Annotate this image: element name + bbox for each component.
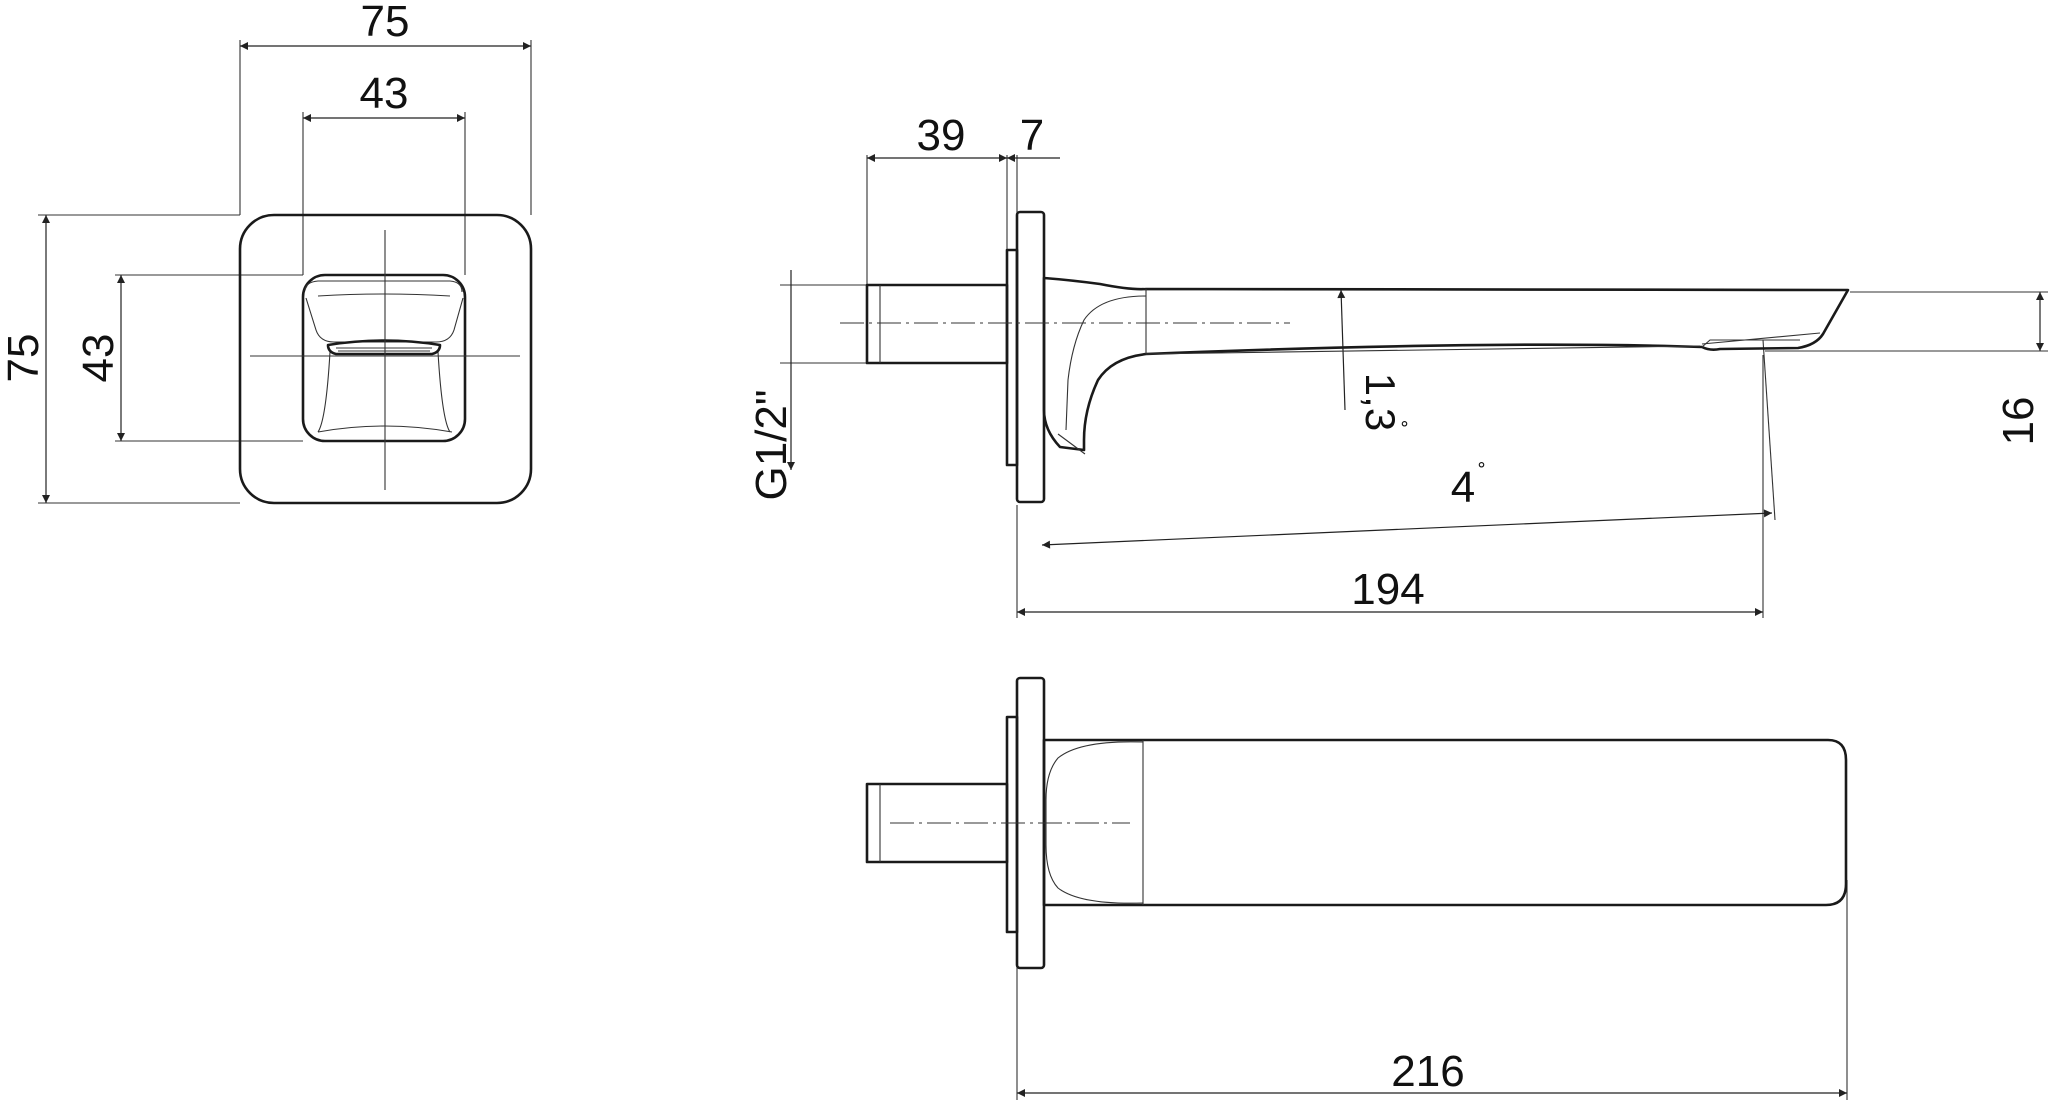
dim-thread-size: G1/2" xyxy=(747,389,796,500)
degree-symbol-a: ° xyxy=(1400,418,1409,439)
degree-symbol-b: ° xyxy=(1477,459,1486,480)
dim-spout-incline-a: 1,3 xyxy=(1357,373,1404,431)
front-view: 75 43 75 43 xyxy=(0,0,533,505)
dim-front-inner-height: 43 xyxy=(74,334,123,383)
dim-flange-thickness: 7 xyxy=(1020,111,1044,160)
dim-arc-4deg xyxy=(1041,509,1773,549)
dim-overall-length: 216 xyxy=(1391,1047,1464,1096)
spout-head-front xyxy=(301,273,467,443)
dim-front-inner-width: 43 xyxy=(360,69,409,118)
dim-front-outer-width: 75 xyxy=(361,0,410,46)
spout-body-side xyxy=(1042,276,1850,452)
top-view: 216 xyxy=(865,676,1848,1100)
dim-spout-incline-b: 4 xyxy=(1451,463,1475,512)
escutcheon-plate xyxy=(238,213,533,505)
side-view: 39 7 G1/2" 16 194 4 ° 1,3 ° xyxy=(747,111,2048,618)
dim-spout-projection: 194 xyxy=(1351,565,1424,614)
dim-thread-length: 39 xyxy=(917,111,966,160)
spout-body-top xyxy=(1042,738,1848,907)
threaded-connector xyxy=(865,283,1009,365)
dim-spout-height: 16 xyxy=(1994,397,2043,446)
dim-line-1-3deg xyxy=(1337,289,1346,411)
aerator-outlet xyxy=(326,339,442,356)
wall-flange xyxy=(1015,210,1046,504)
dim-front-outer-height: 75 xyxy=(0,334,48,383)
